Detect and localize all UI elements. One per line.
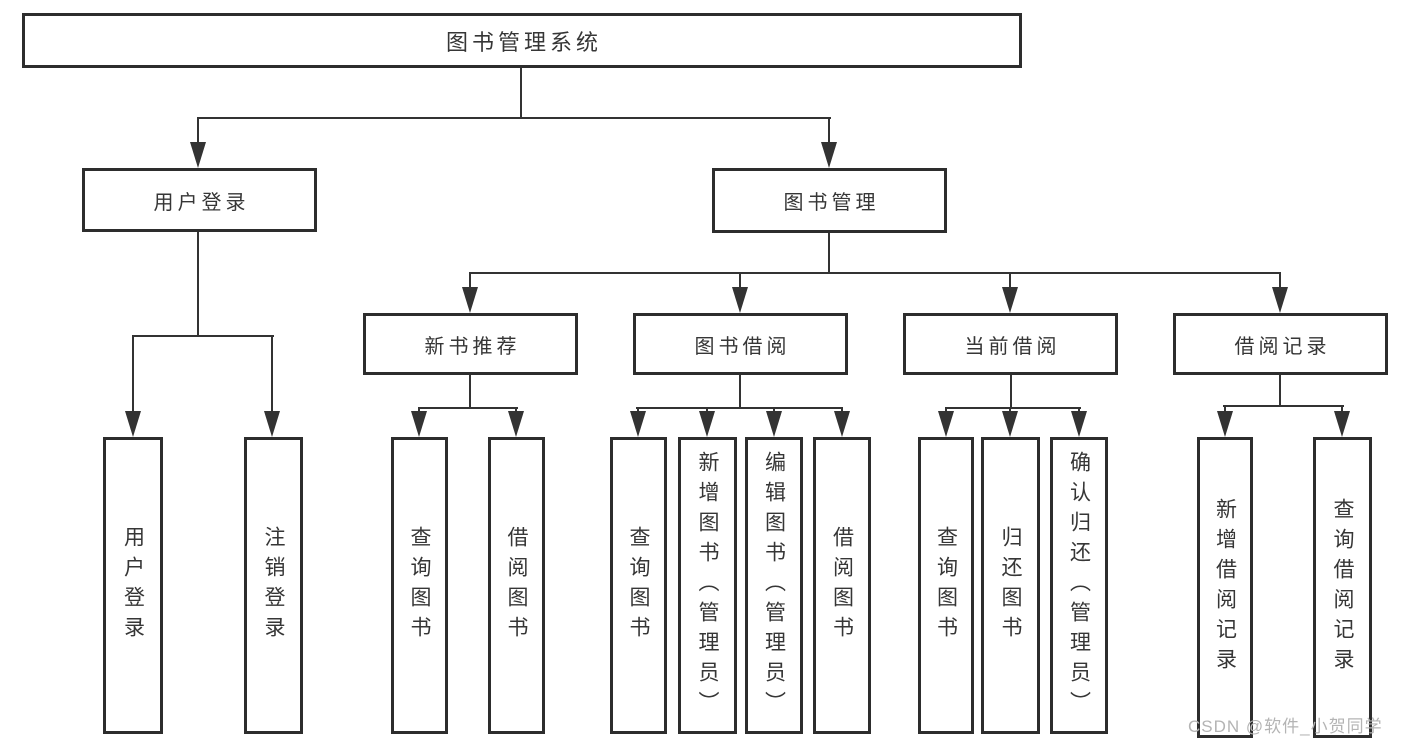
node-root: 图书管理系统	[22, 13, 1022, 68]
leaf-recommend-borrow-books: 借阅图书	[488, 437, 545, 734]
leaf-borrow-query-books: 查询图书	[610, 437, 667, 734]
arrowhead-icon	[1217, 411, 1233, 437]
leaf-add-borrow-record-label: 新增借阅记录	[1213, 497, 1237, 678]
arrowhead-icon	[264, 411, 280, 437]
leaf-user-login: 用户登录	[103, 437, 163, 734]
arrowhead-icon	[1071, 411, 1087, 437]
leaf-recommend-query-books-label: 查询图书	[408, 525, 431, 646]
leaf-edit-books-admin: 编辑图书（管理员）	[745, 437, 803, 734]
connector-mgmt-drop-4	[1279, 272, 1281, 292]
leaf-logout-label: 注销登录	[262, 525, 285, 646]
leaf-current-query-books-label: 查询图书	[934, 525, 958, 646]
connector-records-stem	[1279, 375, 1281, 406]
arrowhead-icon	[1002, 411, 1018, 437]
node-user-login-label: 用户登录	[153, 191, 250, 214]
connector-root-drop-left	[197, 117, 199, 152]
arrowhead-icon	[766, 411, 782, 437]
connector-root-rail	[197, 117, 831, 119]
connector-login-rail	[132, 335, 274, 337]
arrowhead-icon	[508, 411, 524, 437]
connector-mgmt-drop-3	[1009, 272, 1011, 292]
arrowhead-icon	[834, 411, 850, 437]
arrowhead-icon	[821, 142, 837, 168]
leaf-user-login-label: 用户登录	[121, 525, 145, 646]
arrowhead-icon	[1002, 287, 1018, 313]
arrowhead-icon	[732, 287, 748, 313]
node-book-borrow-label: 图书借阅	[694, 335, 791, 358]
arrowhead-icon	[699, 411, 715, 437]
leaf-borrow-query-books-label: 查询图书	[627, 525, 650, 646]
node-current-borrow-label: 当前借阅	[964, 335, 1061, 358]
node-new-book-recommend-label: 新书推荐	[424, 335, 521, 358]
connector-records-rail	[1223, 405, 1344, 407]
connector-mgmt-rail	[469, 272, 1281, 274]
connector-root-stem	[520, 68, 522, 118]
connector-current-rail	[945, 407, 1081, 409]
connector-borrow-stem	[739, 375, 741, 408]
arrowhead-icon	[1334, 411, 1350, 437]
leaf-borrow-books: 借阅图书	[813, 437, 871, 734]
node-new-book-recommend: 新书推荐	[363, 313, 578, 375]
connector-login-stem	[197, 232, 199, 336]
leaf-borrow-books-label: 借阅图书	[830, 525, 854, 646]
connector-recommend-rail	[418, 407, 518, 409]
leaf-edit-books-admin-label: 编辑图书（管理员）	[762, 450, 786, 721]
arrowhead-icon	[630, 411, 646, 437]
connector-login-drop-1	[132, 335, 134, 420]
connector-login-drop-2	[271, 335, 273, 420]
node-current-borrow: 当前借阅	[903, 313, 1118, 375]
connector-mgmt-drop-2	[739, 272, 741, 292]
leaf-add-books-admin: 新增图书（管理员）	[678, 437, 737, 734]
leaf-query-borrow-record: 查询借阅记录	[1313, 437, 1372, 738]
node-borrow-records: 借阅记录	[1173, 313, 1388, 375]
arrowhead-icon	[125, 411, 141, 437]
leaf-confirm-return-admin: 确认归还（管理员）	[1050, 437, 1108, 734]
node-user-login: 用户登录	[82, 168, 317, 232]
connector-recommend-stem	[469, 375, 471, 408]
arrowhead-icon	[1272, 287, 1288, 313]
leaf-recommend-borrow-books-label: 借阅图书	[505, 525, 528, 646]
node-book-management-label: 图书管理	[783, 192, 880, 214]
leaf-add-books-admin-label: 新增图书（管理员）	[696, 450, 719, 721]
connector-mgmt-drop-1	[469, 272, 471, 292]
node-root-label: 图书管理系统	[445, 29, 602, 55]
node-borrow-records-label: 借阅记录	[1234, 335, 1331, 358]
connector-mgmt-stem	[828, 233, 830, 273]
leaf-return-books-label: 归还图书	[999, 525, 1022, 646]
leaf-add-borrow-record: 新增借阅记录	[1197, 437, 1253, 738]
connector-borrow-rail	[636, 407, 842, 409]
leaf-logout: 注销登录	[244, 437, 303, 734]
node-book-borrow: 图书借阅	[633, 313, 848, 375]
leaf-return-books: 归还图书	[981, 437, 1040, 734]
arrowhead-icon	[411, 411, 427, 437]
arrowhead-icon	[938, 411, 954, 437]
node-book-management: 图书管理	[712, 168, 947, 233]
leaf-recommend-query-books: 查询图书	[391, 437, 448, 734]
watermark: CSDN @软件_小贺同学	[1188, 717, 1383, 736]
arrowhead-icon	[190, 142, 206, 168]
connector-root-drop-right	[828, 117, 830, 152]
leaf-query-borrow-record-label: 查询借阅记录	[1331, 497, 1354, 678]
arrowhead-icon	[462, 287, 478, 313]
leaf-confirm-return-admin-label: 确认归还（管理员）	[1067, 450, 1091, 721]
leaf-current-query-books: 查询图书	[918, 437, 974, 734]
connector-current-stem	[1010, 375, 1012, 408]
